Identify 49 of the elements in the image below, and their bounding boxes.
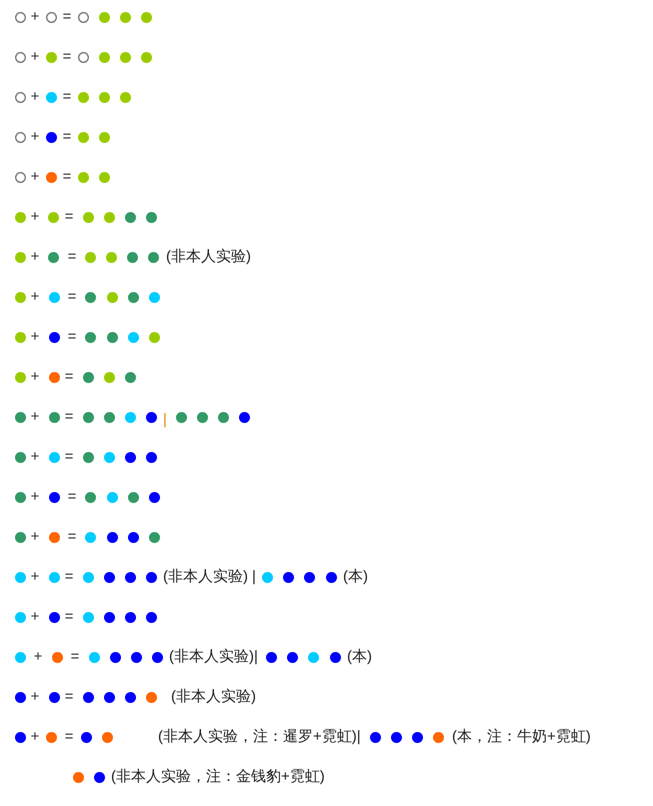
plus-sign: +	[30, 608, 40, 626]
note-text: (非本人实验，注：暹罗+霓虹)|	[158, 728, 361, 746]
equals-sign: =	[68, 248, 76, 266]
plus-sign: +	[30, 8, 40, 26]
note-text: (非本人实验)	[166, 248, 251, 266]
separator: |	[163, 411, 167, 429]
plus-sign: +	[34, 648, 42, 666]
plus-sign: +	[30, 328, 40, 346]
separator: |	[252, 568, 256, 586]
plus-sign: +	[30, 128, 40, 146]
note-text: (本)	[343, 568, 368, 586]
note-text: (非本人实验)	[171, 688, 256, 706]
plus-sign: +	[30, 568, 40, 586]
equals-sign: =	[62, 8, 72, 26]
equals-sign: =	[68, 528, 76, 546]
plus-sign: +	[30, 728, 40, 746]
equals-sign: =	[62, 128, 72, 146]
equals-sign: =	[64, 448, 74, 466]
equals-sign: =	[68, 288, 76, 306]
plus-sign: +	[30, 408, 40, 426]
plus-sign: +	[30, 448, 40, 466]
equals-sign: =	[62, 168, 72, 186]
plus-sign: +	[30, 488, 40, 506]
plus-sign: +	[30, 88, 40, 106]
equals-sign: =	[70, 648, 80, 666]
equals-sign: =	[68, 328, 76, 346]
equals-sign: =	[64, 368, 74, 386]
plus-sign: +	[30, 688, 40, 706]
note-text: (非本人实验)|	[169, 648, 258, 666]
equals-sign: =	[64, 608, 74, 626]
equals-sign: =	[64, 568, 74, 586]
plus-sign: +	[30, 368, 40, 386]
plus-sign: +	[30, 288, 40, 306]
note-text: (本，注：牛奶+霓虹)	[452, 728, 591, 746]
note-text: (本)	[347, 648, 372, 666]
note-text: (非本人实验，注：金钱豹+霓虹)	[111, 768, 325, 786]
plus-sign: +	[30, 48, 40, 66]
equals-sign: =	[62, 88, 72, 106]
equals-sign: =	[64, 208, 74, 226]
plus-sign: +	[30, 208, 40, 226]
note-text: (非本人实验)	[163, 568, 248, 586]
equals-sign: =	[64, 408, 74, 426]
equals-sign: =	[68, 488, 76, 506]
equals-sign: =	[64, 688, 74, 706]
plus-sign: +	[30, 528, 40, 546]
plus-sign: +	[30, 168, 40, 186]
equals-sign: =	[64, 728, 74, 746]
equals-sign: =	[62, 48, 72, 66]
plus-sign: +	[30, 248, 40, 266]
